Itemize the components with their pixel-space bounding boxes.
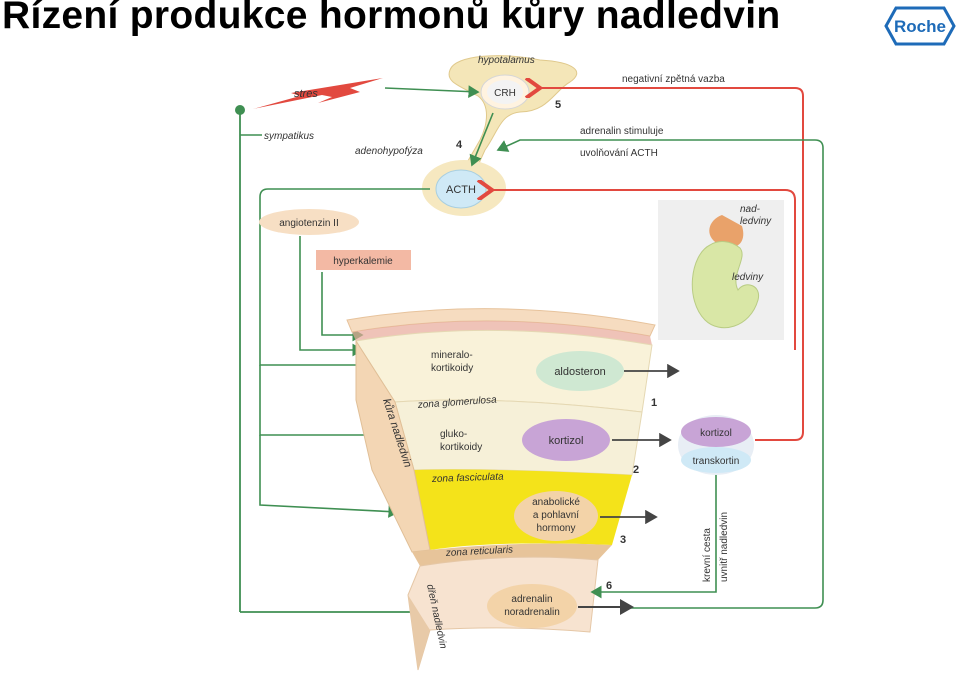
transkortin-node <box>681 447 751 473</box>
sympatikus-label: sympatikus <box>264 131 314 142</box>
adenohypofyza-label: adenohypofýza <box>355 146 423 157</box>
pituitary-hypothalamus: CRH hypotalamus ACTH adenohypofýza 4 <box>355 55 578 216</box>
hypotalamus-label: hypotalamus <box>478 55 535 66</box>
sympatikus-node <box>235 105 245 115</box>
svg-text:hormony: hormony <box>537 523 576 534</box>
crh-label: CRH <box>494 88 516 99</box>
aldosteron-node <box>536 351 624 391</box>
kortizol-blood-node <box>681 417 751 447</box>
stress-lightning-icon <box>253 78 383 109</box>
mineralo-label-1: mineralo- <box>431 350 473 361</box>
aldosteron-label: aldosteron <box>554 366 605 378</box>
crh-node <box>487 80 523 104</box>
step-3: 3 <box>620 534 626 546</box>
roche-logo: Roche <box>884 6 956 46</box>
neg-feedback-label: negativní zpětná vazba <box>622 74 725 85</box>
adrenalin-stim-label-1: adrenalin stimuluje <box>580 126 664 137</box>
nadledviny-label: nad-ledviny <box>740 204 772 227</box>
acth-pathways <box>259 188 430 518</box>
svg-text:a pohlavní: a pohlavní <box>533 510 579 521</box>
adrenalin-stimulation-path <box>496 139 824 609</box>
negative-feedback-acth <box>492 190 796 350</box>
stress-group: stres sympatikus <box>235 78 480 620</box>
crh-to-acth-arrow <box>469 112 494 167</box>
svg-text:adrenalin: adrenalin <box>511 594 552 605</box>
page-title: Řízení produkce hormonů kůry nadledvin <box>2 0 781 37</box>
blood-cortisol: kortizol transkortin krevní cesta uvnitř… <box>590 415 754 599</box>
feedback-loops: negativní zpětná vazba 5 adrenalin stimu… <box>492 74 824 609</box>
adrenalin-stim-label-2: uvolňování ACTH <box>580 148 658 159</box>
kortizol-node <box>522 419 610 461</box>
regulators: angiotenzin II hyperkalemie <box>259 209 411 357</box>
kidney-inset: nad-ledviny ledviny <box>658 200 784 340</box>
zona-fasciculata-label: zona fasciculata <box>431 471 504 485</box>
svg-text:gluko-: gluko- <box>440 429 467 440</box>
hyperkalemie-label: hyperkalemie <box>333 256 393 267</box>
roche-logo-text: Roche <box>894 17 946 36</box>
kortizol-blood-label: kortizol <box>700 428 732 439</box>
adrenal-gland-icon <box>709 215 744 248</box>
adrenalin-node <box>487 584 577 628</box>
step-2: 2 <box>633 464 639 476</box>
step-4: 4 <box>456 139 463 151</box>
svg-text:kortikoidy: kortikoidy <box>440 442 482 453</box>
svg-text:noradrenalin: noradrenalin <box>504 607 560 618</box>
zona-reticularis-label: zona reticularis <box>445 544 514 559</box>
kidney-icon <box>691 241 760 329</box>
svg-text:anabolické: anabolické <box>532 497 580 508</box>
acth-label: ACTH <box>446 184 476 196</box>
uvnitr-nadledvin-label: uvnitř nadledvin <box>719 512 730 582</box>
kortizol-label: kortizol <box>549 435 584 447</box>
mineralo-label-2: kortikoidy <box>431 363 473 374</box>
ledviny-label: ledviny <box>732 272 764 283</box>
krevni-cesta-label: krevní cesta <box>702 528 713 582</box>
step-6: 6 <box>606 580 612 592</box>
transkortin-label: transkortin <box>693 456 740 467</box>
angiotenzin-label: angiotenzin II <box>279 218 339 229</box>
step-5: 5 <box>555 99 561 111</box>
stres-label: stres <box>294 88 318 100</box>
negative-feedback-crh <box>540 88 804 441</box>
step-1: 1 <box>651 397 657 409</box>
